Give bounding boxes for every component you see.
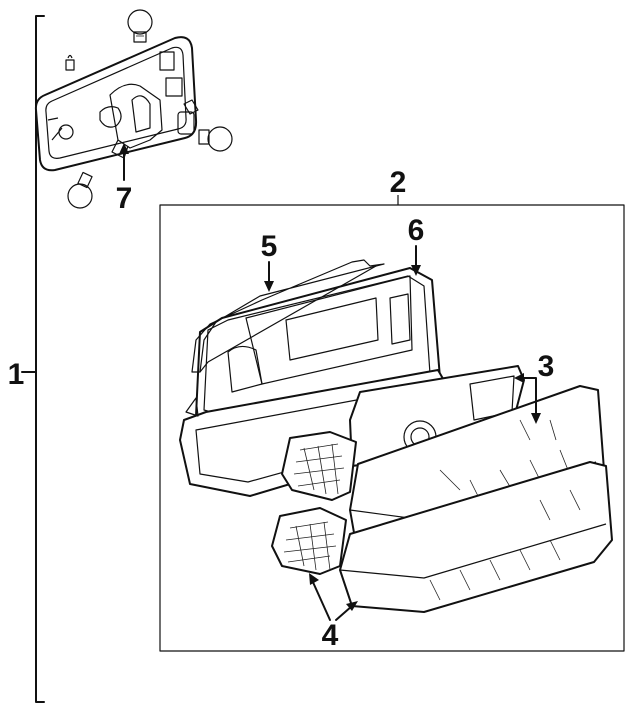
callout-2: 2 xyxy=(390,166,407,199)
gasket xyxy=(191,259,385,373)
callout-4: 4 xyxy=(322,619,339,652)
callout-7: 7 xyxy=(116,182,133,215)
leader-lines xyxy=(264,245,541,621)
callout-1: 1 xyxy=(8,358,25,391)
bulb-icon-top xyxy=(127,9,153,43)
tail-lens-lower xyxy=(339,461,613,613)
callout-3: 3 xyxy=(538,350,555,383)
bulb-icon-right xyxy=(198,126,233,152)
callout-5: 5 xyxy=(261,230,278,263)
bulb-icon-lower xyxy=(67,171,93,209)
side-marker-upper xyxy=(281,431,357,501)
callout-6: 6 xyxy=(408,214,425,247)
bulb-icon-small xyxy=(65,54,75,71)
lamp-assembly-box xyxy=(159,195,625,652)
assembly-bracket xyxy=(21,15,45,703)
socket-plate xyxy=(34,36,199,172)
side-marker-lower xyxy=(271,507,347,575)
